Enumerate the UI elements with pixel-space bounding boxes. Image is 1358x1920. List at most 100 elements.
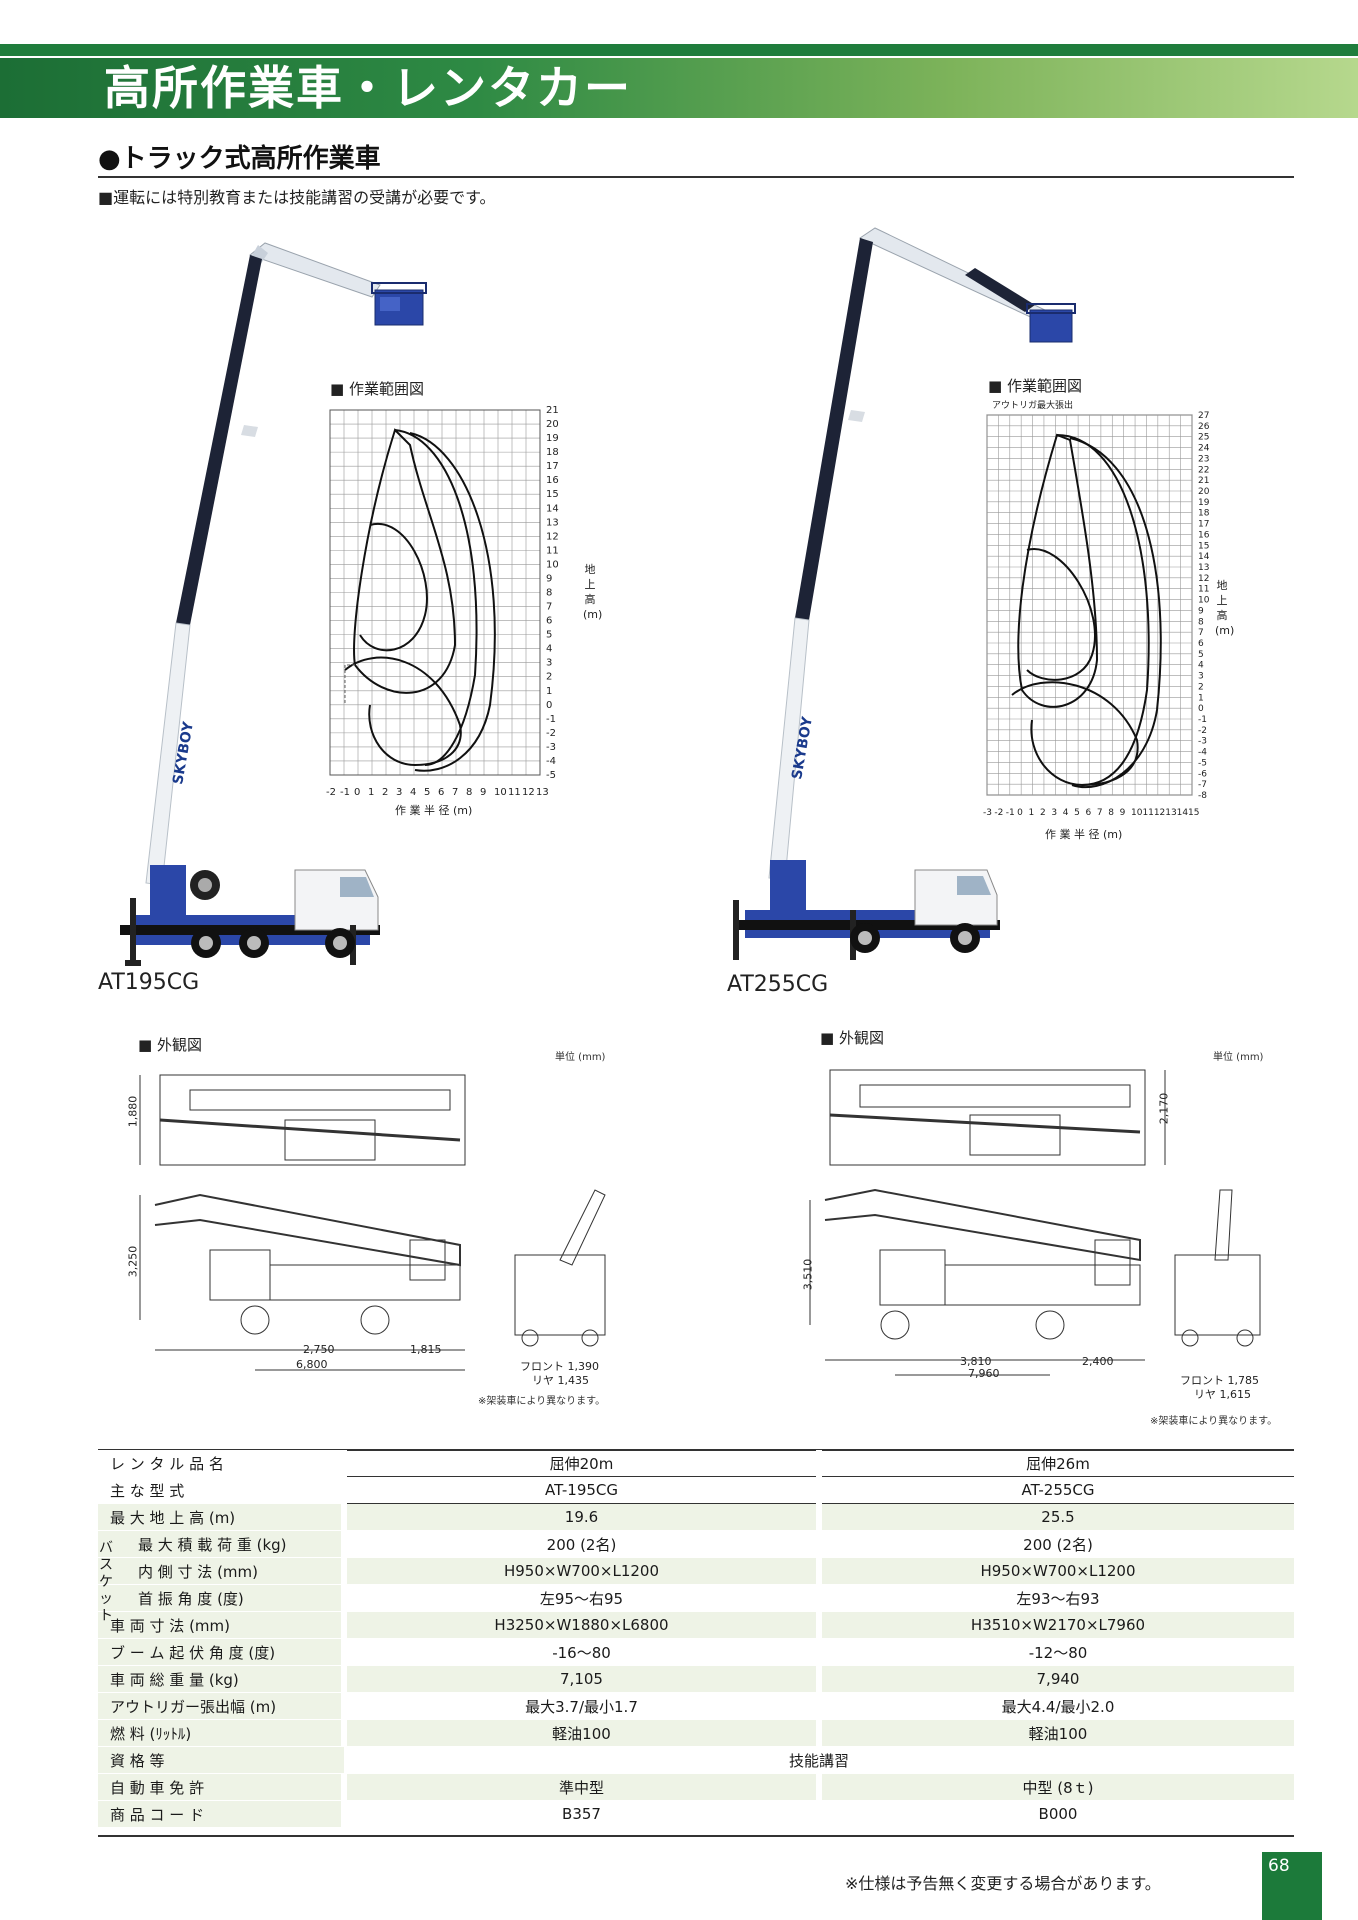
left-dim-rear-tread: リヤ 1,435 [532,1374,589,1387]
x-tick-label: 2 [382,787,388,798]
y-tick-label: 5 [1198,650,1204,660]
y-tick-label: 1 [546,686,552,697]
y-tick-label: 18 [546,447,559,458]
right-range-sub: アウトリガ最大張出 [992,401,1074,411]
y-tick-label: -3 [546,742,556,753]
x-tick-label: 9 [480,787,486,798]
basket-group-label: バスケット [99,1540,113,1624]
left-model-name: AT195CG [98,970,200,995]
x-tick-label: 8 [1108,808,1114,818]
spec-row: 自 動 車 免 許準中型中型 (8ｔ) [98,1773,1294,1801]
y-tick-label: 8 [1198,617,1204,627]
spec-label: 自 動 車 免 許 [98,1773,344,1801]
y-tick-label: 21 [546,405,559,416]
left-range-title: 作業範囲図 [330,378,424,399]
y-tick-label: 27 [1198,411,1209,421]
y-tick-label: -4 [546,756,556,767]
spec-label: 最 大 地 上 高 (m) [98,1503,344,1531]
spec-value-at195cg: -16～80 [341,1638,819,1666]
y-tick-label: 17 [546,461,559,472]
y-tick-label: 1 [1198,693,1204,703]
y-tick-label: 16 [1198,530,1210,540]
x-tick-label: 12 [522,787,535,798]
spec-value-at195cg: 軽油100 [341,1719,819,1747]
x-tick-label: 4 [1063,808,1069,818]
right-dim-rear-tread: リヤ 1,615 [1194,1388,1251,1401]
x-tick-label: -1 [1006,808,1015,818]
left-range-ylabel: 地上高(m) [583,563,603,621]
spec-value-at255cg: 左93～右93 [816,1584,1294,1612]
y-tick-label: 14 [546,503,559,514]
x-tick-label: -2 [994,808,1003,818]
y-tick-label: 10 [546,559,559,570]
y-tick-label: 2 [1198,682,1204,692]
x-tick-label: 7 [1097,808,1103,818]
right-dim-length: 7,960 [968,1367,1000,1380]
x-tick-label: 4 [410,787,416,798]
spec-value-at195cg: B357 [341,1800,819,1828]
at195cg-truck-illustration: SKYBOY [120,242,427,966]
y-tick-label: -1 [1198,715,1207,725]
section-divider [98,176,1294,178]
x-tick-label: 6 [438,787,444,798]
x-tick-label: 10 [1131,808,1143,818]
x-tick-label: 6 [1086,808,1092,818]
left-dim-height: 3,250 [126,1245,140,1278]
y-tick-label: -3 [1198,737,1207,747]
y-tick-label: 11 [1198,585,1209,595]
x-tick-label: 13 [536,787,549,798]
y-tick-label: 2 [546,672,552,683]
y-tick-label: -2 [1198,726,1207,736]
spec-value-at195cg: 最大3.7/最小1.7 [341,1692,819,1720]
y-tick-label: 13 [546,517,559,528]
x-tick-label: 3 [1051,808,1057,818]
x-tick-label: 7 [452,787,458,798]
spec-value-at255cg: 最大4.4/最小2.0 [816,1692,1294,1720]
spec-value-at195cg: 200 (2名) [341,1530,819,1558]
x-tick-label: 5 [424,787,430,798]
spec-row: ブ ー ム 起 伏 角 度 (度)-16～80-12～80 [98,1638,1294,1666]
y-tick-label: -2 [546,728,556,739]
header-banner [0,58,1358,118]
x-tick-label: 15 [1188,808,1199,818]
right-working-range-chart: 2726252423222120191817161514131211109876… [983,411,1210,818]
y-tick-label: 0 [1198,704,1204,714]
y-tick-label: 6 [546,616,552,627]
left-exterior-title: 外観図 [138,1034,202,1055]
x-tick-label: 8 [466,787,472,798]
y-tick-label: 4 [546,644,552,655]
spec-value-at255cg: H950×W700×L1200 [816,1557,1294,1585]
spec-value-merged: 技能講習 [344,1746,1294,1774]
spec-value-at255cg: 中型 (8ｔ) [816,1773,1294,1801]
right-dim-front-tread: フロント 1,785 [1180,1374,1259,1387]
y-tick-label: 24 [1198,444,1210,454]
y-tick-label: 8 [546,588,552,599]
spec-label: レ ン タ ル 品 名 [98,1450,344,1477]
left-dim-rear: 1,815 [410,1343,442,1356]
right-exterior-drawing [809,1069,1261,1376]
spec-label: 主 な 型 式 [98,1476,344,1504]
left-exterior-note: ※架装車により異なります。 [478,1396,606,1407]
left-working-range-chart: 2120191817161514131211109876543210-1-2-3… [326,405,559,798]
y-tick-label: 11 [546,545,559,556]
y-tick-label: 3 [1198,672,1204,682]
x-tick-label: 14 [1177,808,1189,818]
right-dim-width: 2,170 [1157,1092,1171,1125]
y-tick-label: 20 [1198,487,1210,497]
x-tick-label: 0 [1017,808,1023,818]
left-dim-width: 1,880 [126,1095,140,1128]
right-dim-wheelbase: 3,810 [960,1355,992,1368]
right-exterior-note: ※架装車により異なります。 [1150,1416,1278,1427]
y-tick-label: 9 [546,573,552,584]
page-number: 68 [1262,1852,1322,1920]
right-range-title: 作業範囲図 [988,375,1082,396]
spec-label: ブ ー ム 起 伏 角 度 (度) [98,1638,344,1666]
y-tick-label: 3 [546,658,552,669]
y-tick-label: 4 [1198,661,1204,671]
